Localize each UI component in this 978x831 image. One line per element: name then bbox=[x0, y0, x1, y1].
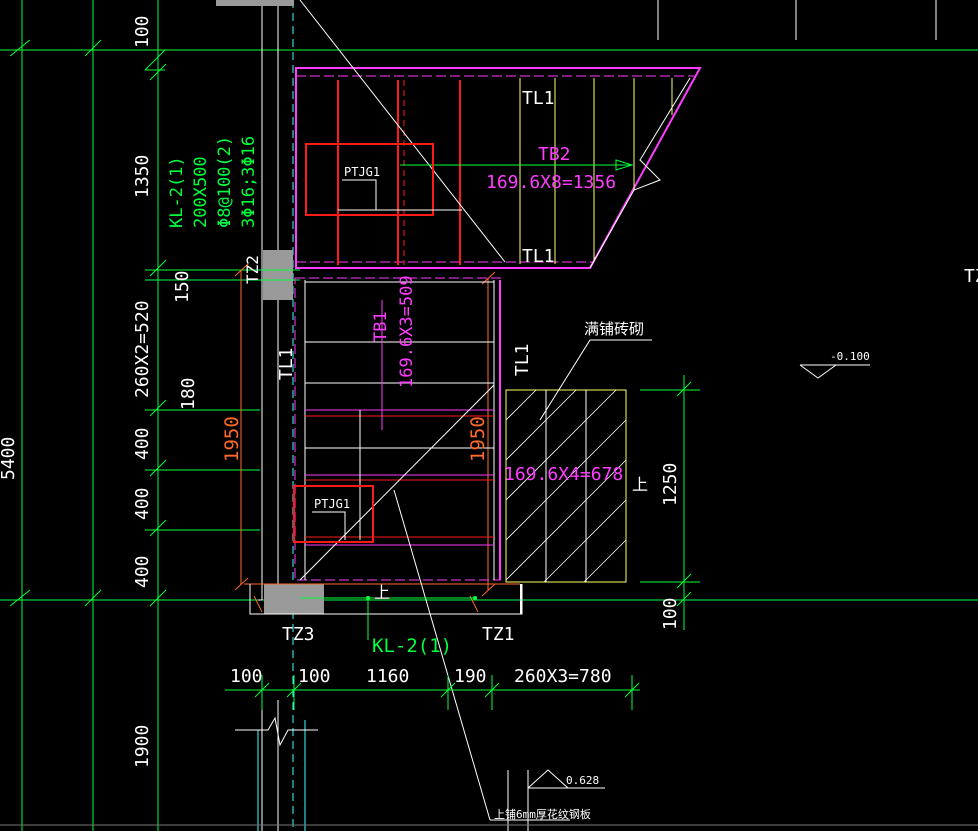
column-tz2 bbox=[263, 250, 293, 300]
dim-180: 180 bbox=[178, 377, 199, 410]
label-tl1-mid: TL1 bbox=[522, 246, 555, 267]
dim-bottom-100-b: 100 bbox=[298, 666, 331, 687]
label-tl1-top: TL1 bbox=[522, 88, 555, 109]
dim-1350: 1350 bbox=[132, 155, 153, 198]
dim-bottom-780: 260X3=780 bbox=[514, 666, 612, 687]
dim-400-b: 400 bbox=[132, 487, 153, 520]
column-tz3 bbox=[264, 584, 324, 614]
elevation-markers bbox=[527, 364, 870, 789]
dim-total-5400: 5400 bbox=[0, 437, 19, 480]
column-block-top bbox=[216, 0, 294, 6]
dim-bottom-190: 190 bbox=[454, 666, 487, 687]
dim-top-100: 100 bbox=[132, 15, 153, 48]
dim-520: 260X2=520 bbox=[132, 300, 153, 398]
label-tz3: TZ3 bbox=[282, 624, 315, 645]
bottom-dimension-chain bbox=[225, 596, 640, 710]
dim-right-100: 100 bbox=[660, 597, 681, 630]
label-tz-right: TZ bbox=[964, 266, 978, 287]
upper-flight-tb2 bbox=[295, 0, 702, 269]
text-labels: 5400 100 1350 260X2=520 150 180 400 400 … bbox=[0, 15, 978, 821]
label-tb2-formula: 169.6X8=1356 bbox=[486, 172, 616, 193]
beam-note-line1: KL-2(1) bbox=[167, 156, 187, 228]
ptjg1-leaders bbox=[312, 179, 462, 540]
dim-150: 150 bbox=[172, 270, 193, 303]
dim-400-c: 400 bbox=[132, 555, 153, 588]
left-dimension-chain bbox=[9, 39, 300, 607]
label-tb1: TB1 bbox=[371, 311, 391, 342]
dim-bottom-100-a: 100 bbox=[230, 666, 263, 687]
label-tz2: TZ2 bbox=[243, 255, 262, 284]
lower-flight-tb1 bbox=[294, 277, 570, 821]
label-step-formula: 169.6X4=678 bbox=[504, 464, 623, 485]
label-brick: 满铺砖砌 bbox=[584, 320, 644, 338]
hatched-brick-area bbox=[505, 339, 652, 614]
label-plate-note: 上铺6mm厚花纹钢板 bbox=[494, 807, 591, 821]
label-tb1-formula: 169.6X3=509 bbox=[397, 275, 417, 388]
beam-note-line4: 3Φ16;3Φ16 bbox=[239, 136, 259, 228]
label-ptjg1-top: PTJG1 bbox=[344, 165, 380, 179]
label-1950-right: 1950 bbox=[467, 416, 489, 462]
label-tb2: TB2 bbox=[538, 144, 571, 165]
break-line-bottom bbox=[235, 716, 318, 747]
right-dimension-chain bbox=[640, 375, 700, 630]
orange-1950-dims bbox=[234, 263, 520, 613]
label-tz1: TZ1 bbox=[482, 624, 515, 645]
dim-right-1250: 1250 bbox=[660, 463, 681, 506]
label-tl1-left: TL1 bbox=[276, 347, 297, 380]
label-up-arrow-1: 上 bbox=[632, 475, 648, 494]
dim-1900: 1900 bbox=[132, 725, 153, 768]
beam-note-line2: 200X500 bbox=[191, 156, 211, 228]
label-tl1-right: TL1 bbox=[512, 343, 533, 376]
label-ptjg1-bottom: PTJG1 bbox=[314, 497, 350, 511]
label-elev-right: -0.100 bbox=[830, 350, 870, 363]
bottom-slab-outline bbox=[249, 584, 523, 640]
label-kl2-bottom: KL-2(1) bbox=[372, 635, 452, 657]
dim-400-a: 400 bbox=[132, 427, 153, 460]
ptjg1-box-bottom bbox=[293, 485, 374, 543]
label-elev-bottom: 0.628 bbox=[566, 774, 599, 787]
dim-bottom-1160: 1160 bbox=[366, 666, 409, 687]
beam-note-line3: Φ8@100(2) bbox=[215, 136, 235, 228]
label-1950-left: 1950 bbox=[221, 416, 243, 462]
ptjg1-box-top bbox=[305, 143, 434, 216]
label-up-arrow-2: 上 bbox=[374, 583, 390, 602]
